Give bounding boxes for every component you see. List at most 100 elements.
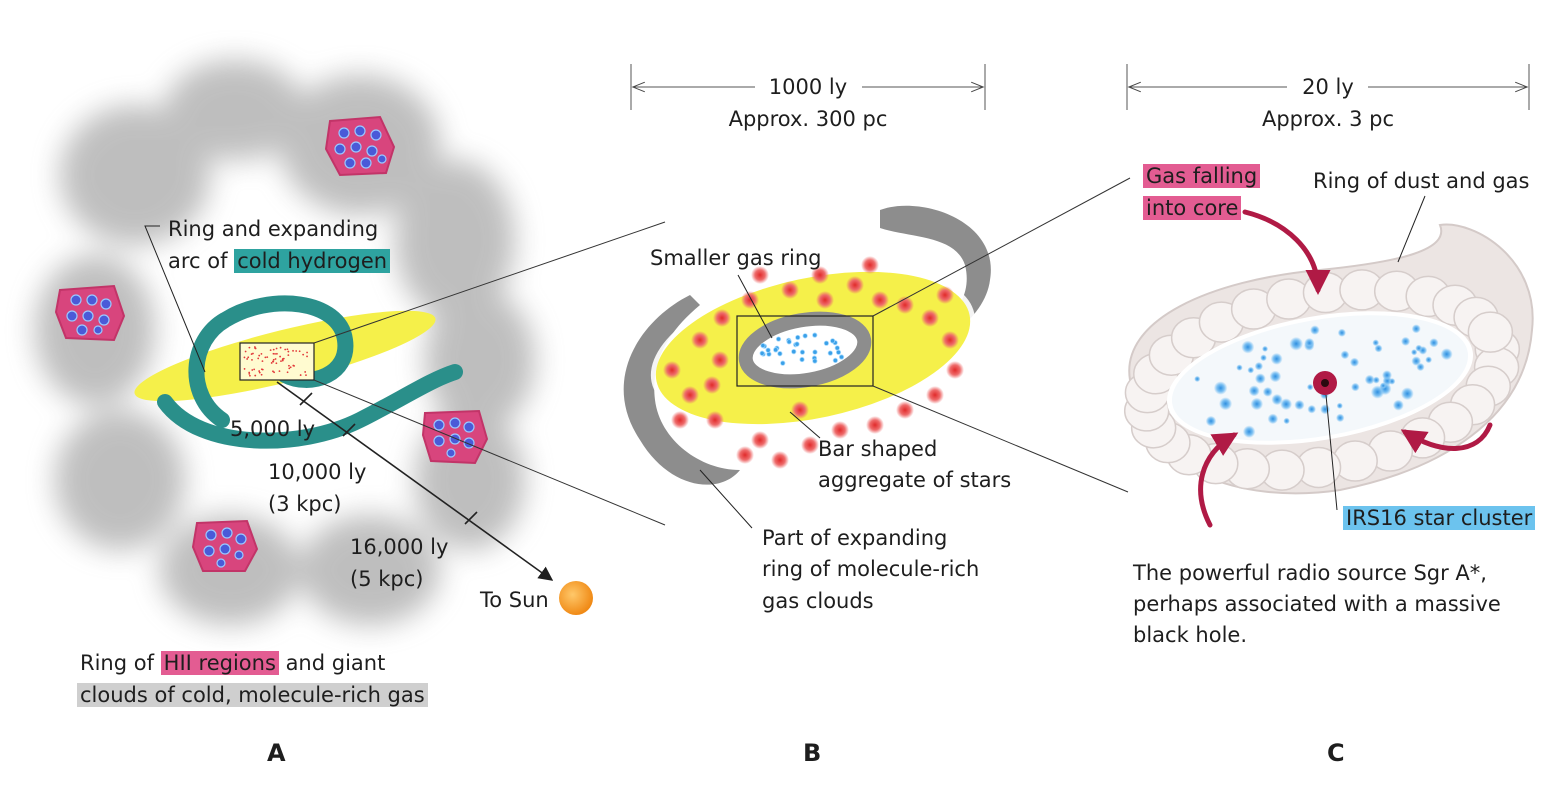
panel-b-stars (663, 256, 964, 469)
molecular-clouds-highlight: clouds of cold, molecule-rich gas (77, 683, 428, 707)
red-star (703, 376, 721, 394)
red-star (816, 291, 834, 309)
blue-star (1213, 381, 1228, 395)
box-star-dot (254, 374, 257, 377)
box-star-dot (275, 362, 278, 365)
blue-star (1236, 364, 1243, 371)
box-star-dot (276, 352, 278, 355)
blue-star (1289, 336, 1304, 351)
hii-region (54, 284, 126, 342)
box-star-dot (306, 355, 308, 358)
box-star-dot (281, 359, 284, 362)
zoom-lines-a-b (313, 221, 666, 526)
scale-b-pc: Approx. 300 pc (728, 107, 888, 131)
red-star (871, 291, 889, 309)
inner-blue-star (812, 349, 818, 355)
blue-star (1262, 386, 1273, 397)
inner-blue-star (827, 350, 833, 356)
molecular-arc-leader (699, 469, 753, 529)
dust-ring-leader (1397, 195, 1426, 263)
blue-star (1411, 356, 1422, 366)
inner-blue-star (791, 349, 797, 355)
box-star-dot (258, 354, 261, 357)
panel-c-irs16-stars (1194, 324, 1453, 438)
red-star (861, 256, 879, 274)
box-star-dot (305, 374, 307, 377)
box-star-dot (292, 349, 294, 352)
blue-star (1400, 387, 1414, 401)
inner-blue-star (812, 358, 818, 364)
blue-star (1254, 361, 1264, 371)
blue-star (1294, 399, 1305, 411)
box-star-dot (260, 352, 263, 355)
blue-star (1307, 404, 1316, 414)
panel-b-zoom-box (736, 315, 874, 387)
panel-letter-b: B (803, 739, 822, 767)
scale-b-ly: 1000 ly (768, 75, 848, 99)
box-star-dot (289, 366, 292, 369)
box-star-dot (247, 356, 250, 359)
distance-10000: 10,000 ly (268, 460, 367, 484)
dust-ring-label: Ring of dust and gas (1313, 169, 1530, 193)
box-star-dot (260, 368, 263, 371)
blue-star (1372, 339, 1380, 347)
inner-blue-star (775, 336, 782, 342)
blue-star (1370, 385, 1385, 399)
red-star (946, 361, 964, 379)
box-star-dot (258, 371, 261, 374)
caption-mid: and giant (278, 651, 386, 675)
blue-star (1247, 366, 1255, 374)
box-star-dot (286, 348, 289, 351)
red-star (711, 351, 729, 369)
zoom-lines-b-c (872, 177, 1131, 493)
box-star-dot (244, 350, 247, 353)
box-star-dot (273, 371, 276, 374)
blue-star (1248, 385, 1260, 397)
box-star-dot (275, 347, 278, 350)
blue-star (1271, 393, 1283, 406)
blue-star (1310, 325, 1320, 335)
inner-blue-star (812, 332, 818, 338)
gas-falling-highlight2: into core (1143, 196, 1242, 220)
inner-blue-star (835, 349, 842, 355)
sgr-a-star (1313, 371, 1337, 395)
inner-blue-star (838, 354, 845, 360)
red-star (741, 291, 759, 309)
blue-star (1382, 370, 1392, 381)
box-star-dot (243, 368, 246, 370)
box-star-dot (249, 374, 251, 377)
inner-blue-star (794, 341, 800, 347)
inner-blue-star (802, 333, 808, 339)
box-star-dot (287, 350, 290, 353)
box-star-dot (286, 371, 289, 374)
box-star-dot (253, 346, 256, 348)
blue-star (1260, 354, 1267, 362)
box-star-dot (304, 371, 307, 373)
box-star-dot (302, 353, 305, 356)
red-star (831, 421, 849, 439)
blue-star (1388, 378, 1396, 385)
sgr-label-line1: The powerful radio source Sgr A*, (1133, 561, 1487, 585)
hii-region (191, 519, 259, 572)
box-star-dot (251, 358, 253, 361)
irs16-leader (1325, 394, 1338, 511)
inner-blue-star (765, 347, 771, 353)
box-star-dot (278, 370, 281, 372)
caption-prefix: Ring of (80, 651, 161, 675)
inner-blue-star (830, 338, 836, 344)
blue-star (1320, 404, 1331, 415)
smaller-gas-ring-label: Smaller gas ring (650, 246, 822, 270)
box-star-dot (274, 352, 276, 355)
inner-blue-star (799, 356, 805, 363)
box-star-dot (260, 373, 263, 376)
scale-c-ly: 20 ly (1302, 75, 1354, 99)
panel-letter-c: C (1327, 739, 1345, 767)
box-star-dot (292, 364, 295, 367)
red-star (941, 331, 959, 349)
distance-line-to-sun (276, 381, 554, 581)
distance-5000: 5,000 ly (230, 417, 316, 441)
inner-blue-star (777, 351, 783, 357)
irs16-label: IRS16 star cluster (1343, 503, 1536, 534)
red-star (801, 436, 819, 454)
sgr-label-line3: black hole. (1133, 623, 1248, 647)
